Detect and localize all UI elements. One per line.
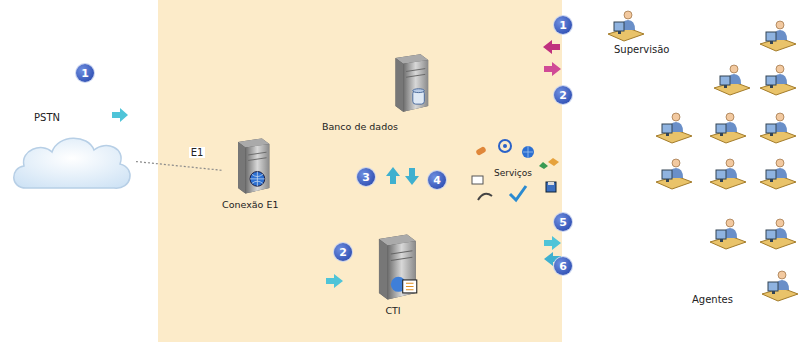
node-label: Banco de dados	[322, 121, 398, 132]
flow-arrow	[543, 40, 560, 54]
edge-label: E1	[189, 147, 206, 158]
node-label: Conexão E1	[222, 199, 278, 210]
cloud-icon	[8, 128, 136, 198]
node-label: CTI	[385, 305, 400, 316]
supervisor-node: Supervisão	[606, 10, 669, 56]
system-panel	[158, 0, 562, 342]
flow-arrow	[386, 167, 400, 184]
agent-icon	[710, 159, 746, 189]
agent-icon	[710, 219, 746, 249]
callout-number: 4	[428, 171, 446, 189]
agents-node: Agentes	[692, 294, 733, 306]
node-label: PSTN	[34, 112, 60, 124]
server-node: Banco de dados	[322, 52, 432, 132]
callout-number: 6	[554, 257, 572, 275]
callout-number: 1	[76, 64, 94, 82]
flow-arrow	[112, 108, 128, 122]
server-node: CTI	[366, 232, 420, 316]
node-label: Supervisão	[614, 44, 669, 56]
agent-icon	[606, 10, 646, 44]
agent-icon	[760, 65, 796, 95]
agent-icon	[656, 113, 692, 143]
flow-arrow	[326, 274, 343, 288]
services-node: Serviços	[470, 138, 562, 208]
dotted-link	[136, 162, 222, 171]
agent-icon	[714, 65, 750, 95]
node-label: Agentes	[692, 294, 733, 306]
agent-icon	[762, 271, 798, 301]
flow-arrow	[544, 62, 561, 76]
agent-icon	[760, 219, 796, 249]
callout-number: 1	[554, 16, 572, 34]
flow-arrow	[405, 168, 419, 185]
agent-icon	[710, 113, 746, 143]
callout-number: 3	[357, 168, 375, 186]
agent-icon	[760, 113, 796, 143]
node-label: Serviços	[494, 168, 532, 179]
server-icon	[366, 232, 420, 302]
server-icon	[227, 136, 273, 196]
callout-number: 2	[334, 243, 352, 261]
callout-number: 5	[554, 213, 572, 231]
cloud-node: PSTN	[8, 112, 136, 198]
server-node: Conexão E1	[222, 136, 278, 210]
agent-icon	[760, 21, 796, 51]
callout-number: 2	[554, 86, 572, 104]
server-icon	[384, 52, 432, 114]
flow-arrow	[544, 236, 561, 250]
agent-icon	[760, 159, 796, 189]
agent-icon	[656, 159, 692, 189]
